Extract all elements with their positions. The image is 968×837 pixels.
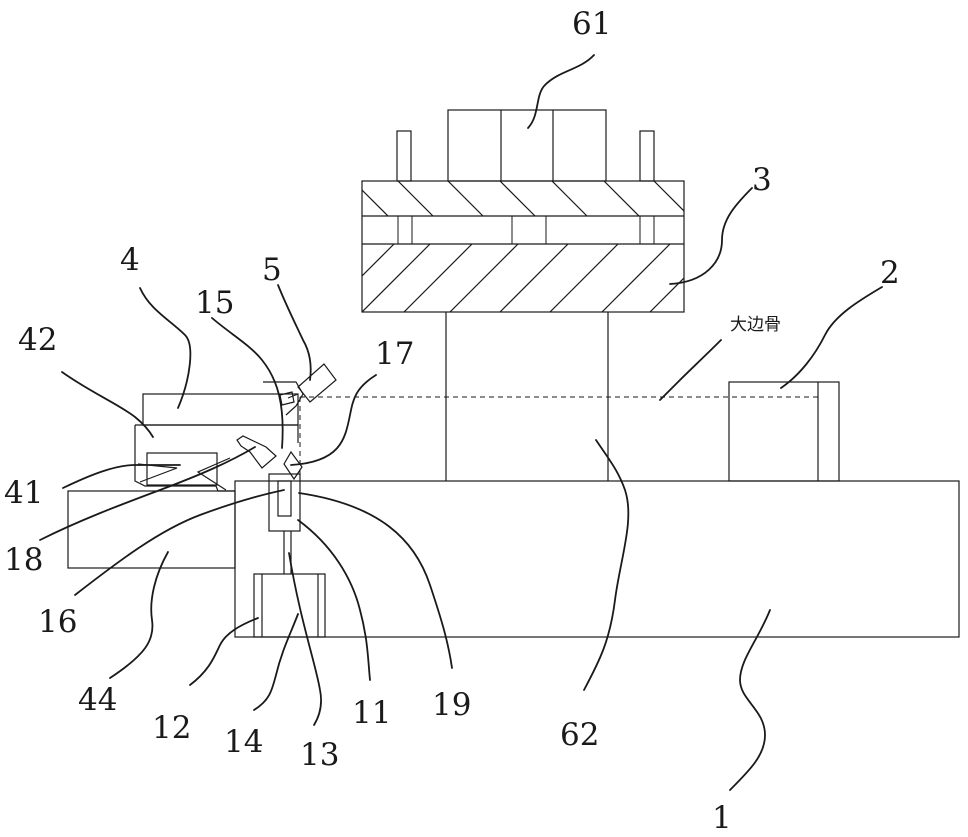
leader-15 [212, 318, 283, 448]
leader-3 [670, 188, 752, 284]
hatched-plate-3 [362, 181, 718, 312]
base-part-1 [235, 481, 959, 637]
label-17: 17 [375, 336, 414, 372]
blade-18 [237, 436, 276, 468]
leader-17 [291, 375, 376, 465]
label-44: 44 [78, 682, 117, 718]
cylinder-12 [254, 574, 325, 637]
leader-14 [254, 614, 298, 710]
v-guide-41 [138, 453, 230, 490]
leader-16 [75, 490, 284, 595]
big-edge-rib-dashed [300, 382, 818, 481]
leader-big-edge [660, 340, 721, 400]
top-actuator-61 [397, 110, 654, 181]
label-61: 61 [572, 6, 611, 42]
label-18: 18 [4, 542, 43, 578]
leader-61 [528, 55, 594, 128]
leader-62 [584, 440, 628, 690]
label-62: 62 [560, 717, 599, 753]
leader-42 [62, 372, 153, 437]
label-4: 4 [120, 242, 140, 278]
label-19: 19 [432, 687, 471, 723]
label-12: 12 [152, 710, 191, 746]
label-42: 42 [18, 322, 57, 358]
leader-2 [781, 287, 882, 388]
label-16: 16 [38, 604, 77, 640]
label-1: 1 [712, 800, 732, 836]
leader-11 [298, 520, 370, 680]
rod-13 [284, 531, 291, 574]
label-14: 14 [224, 724, 263, 760]
label-11: 11 [352, 695, 391, 731]
leader-12 [190, 618, 258, 685]
leader-13 [289, 553, 321, 725]
label-15: 15 [195, 285, 234, 321]
leader-4 [140, 288, 190, 408]
label-41: 41 [4, 475, 43, 511]
housing-4 [143, 394, 298, 425]
label-big-edge: 大边骨 [730, 315, 781, 335]
leader-19 [299, 493, 452, 668]
label-2: 2 [880, 255, 900, 291]
label-13: 13 [300, 737, 339, 773]
leader-5 [278, 285, 311, 380]
leader-44 [110, 552, 168, 678]
label-3: 3 [752, 162, 772, 198]
slider-11 [269, 474, 300, 531]
left-block-44 [68, 491, 235, 568]
label-5: 5 [262, 252, 282, 288]
